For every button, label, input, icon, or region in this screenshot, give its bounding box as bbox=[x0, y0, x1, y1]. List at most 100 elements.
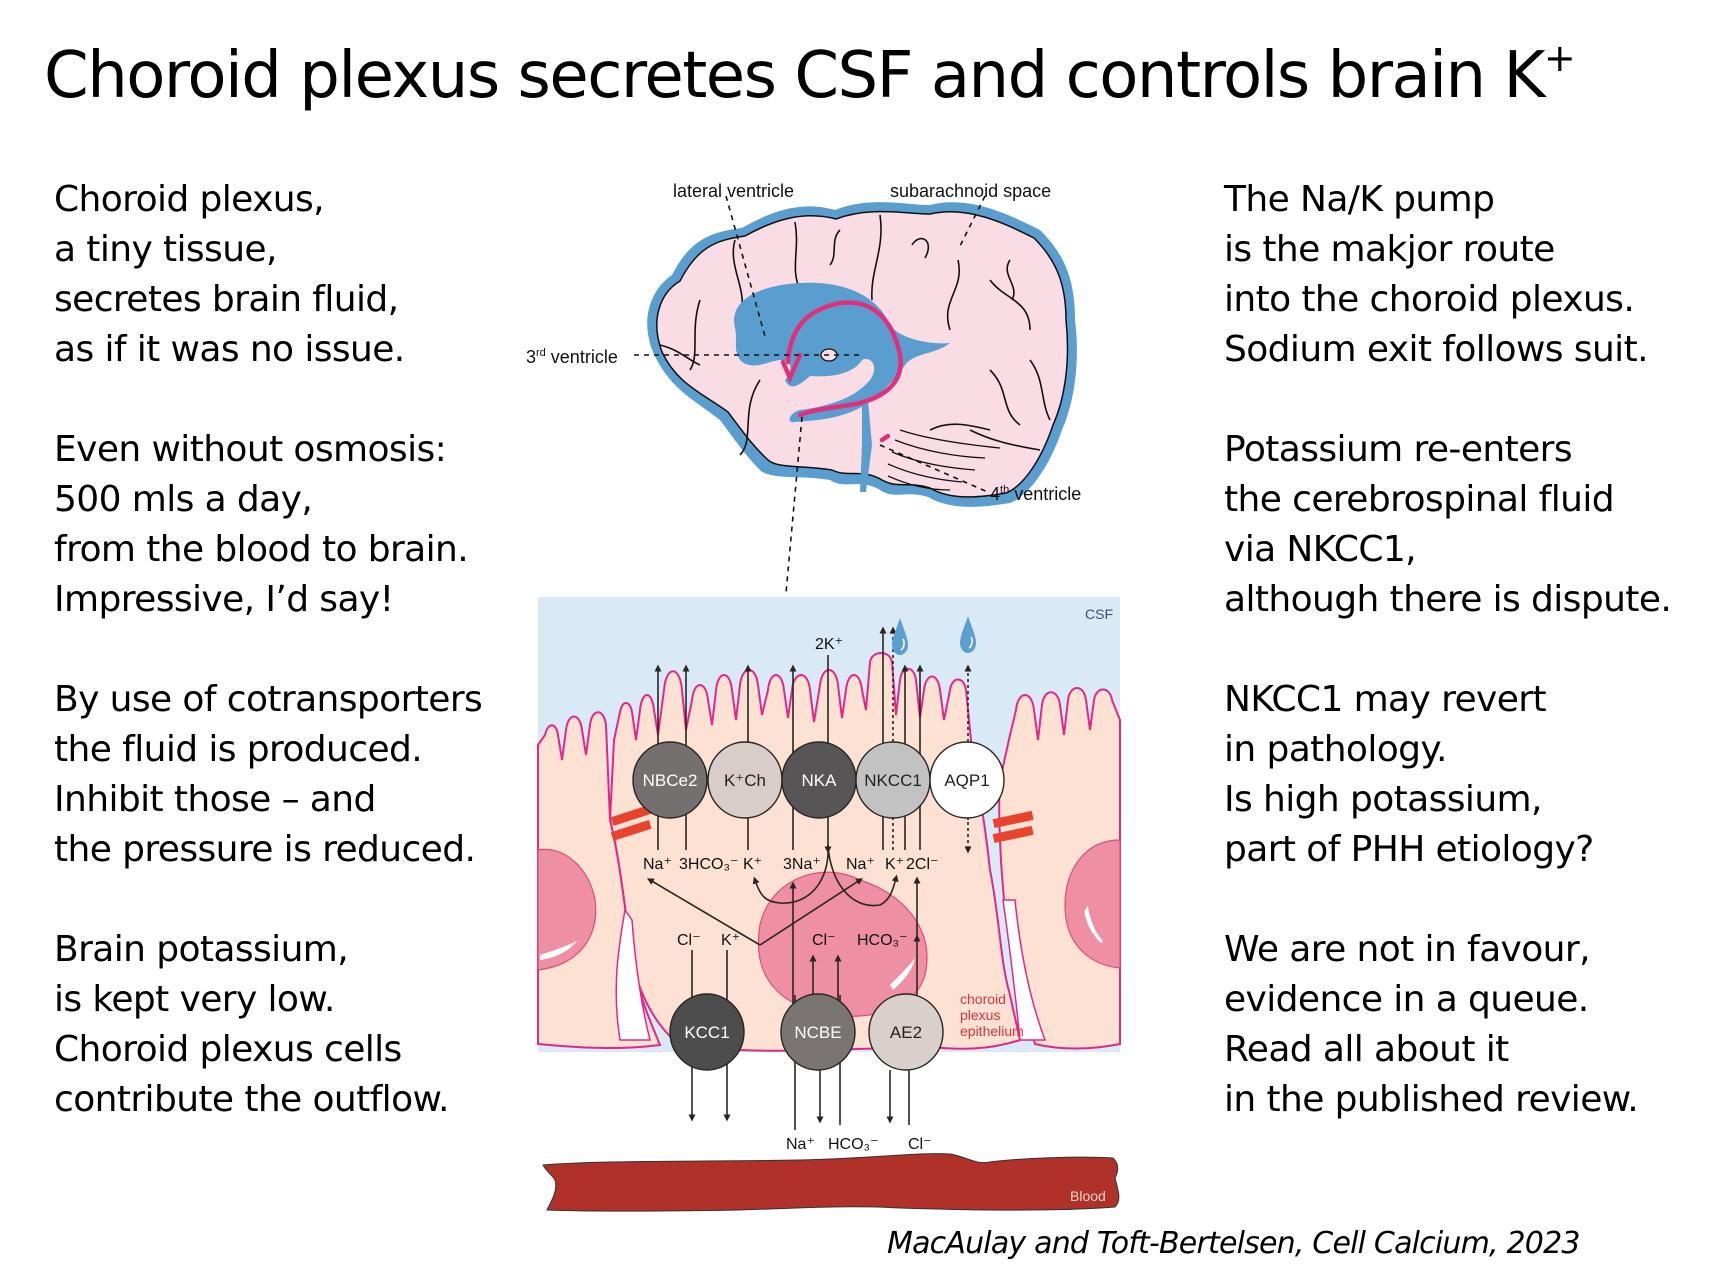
transporter-circle bbox=[780, 993, 856, 1071]
transporter-label: AQP1 bbox=[944, 771, 989, 790]
label-lateral-ventricle: lateral ventricle bbox=[673, 181, 794, 201]
poem-line: via NKCC1, bbox=[1224, 529, 1417, 570]
poem-line: Choroid plexus cells bbox=[54, 1029, 402, 1070]
blood-ion-labels: Na⁺ HCO₃⁻ Cl⁻ bbox=[786, 1136, 932, 1153]
label-fourth-ventricle: 4th ventricle bbox=[990, 484, 1081, 504]
slide-title-text: Choroid plexus secretes CSF and controls… bbox=[44, 39, 1545, 113]
ion-flux-arrow bbox=[827, 844, 899, 907]
poem-line: Read all about it bbox=[1224, 1029, 1509, 1070]
poem-line: Potassium re-enters bbox=[1224, 429, 1573, 470]
poem-line: a tiny tissue, bbox=[54, 229, 277, 270]
poem-line: the fluid is produced. bbox=[54, 729, 423, 770]
paracellular-gap-right bbox=[1002, 899, 1047, 1041]
poem-line: The Na/K pump bbox=[1224, 179, 1495, 220]
tight-junction-left bbox=[610, 805, 652, 841]
poem-line: evidence in a queue. bbox=[1224, 979, 1589, 1020]
poem-line: into the choroid plexus. bbox=[1224, 279, 1635, 320]
transporter-kch: K⁺Ch bbox=[707, 741, 783, 819]
transporter-aqp1: AQP1 bbox=[929, 741, 1005, 819]
slide-title: Choroid plexus secretes CSF and controls… bbox=[44, 36, 1576, 114]
ion-flux-arrow bbox=[752, 844, 829, 904]
poem-line: although there is dispute. bbox=[1224, 579, 1672, 620]
transporter-label: K⁺Ch bbox=[724, 771, 766, 790]
label-third-ventricle: 3rd ventricle bbox=[526, 347, 618, 367]
ion-label-na-blood: Na⁺ bbox=[786, 1136, 815, 1153]
poem-stanza: By use of cotransporters the fluid is pro… bbox=[54, 675, 483, 875]
cerebellum-folia bbox=[887, 429, 1001, 491]
poem-stanza: Choroid plexus,a tiny tissue,secretes br… bbox=[54, 175, 482, 375]
transporter-nka: NKA bbox=[781, 741, 857, 819]
transporter-nbce2: NBCe2 bbox=[632, 741, 708, 819]
poem-line: Sodium exit follows suit. bbox=[1224, 329, 1649, 370]
poem-line: in the published review. bbox=[1224, 1079, 1639, 1120]
cerebral-aqueduct bbox=[860, 400, 872, 492]
apical-transporters: NBCe2 K⁺Ch NKA NKCC1 AQP1 bbox=[632, 741, 1005, 819]
ion-label-na: Na⁺ bbox=[643, 856, 672, 873]
label-subarachnoid-space: subarachnoid space bbox=[890, 181, 1051, 201]
epithelium-illustration: CSF choroid plexus epithelium Blood bbox=[537, 597, 1121, 1212]
poem-right-column: The Na/K pump is the makjor route into the… bbox=[1224, 175, 1672, 1175]
poem-line: Impressive, I’d say! bbox=[54, 579, 394, 620]
poem-line: part of PHH etiology? bbox=[1224, 829, 1594, 870]
transporter-label: NKA bbox=[802, 771, 838, 790]
ion-label-3na: 3Na⁺ bbox=[783, 856, 821, 873]
nucleus-left-highlight bbox=[540, 940, 578, 960]
transporter-nkcc1: NKCC1 bbox=[855, 741, 931, 819]
poem-stanza: Brain potassium, is kept very low. Choroid… bbox=[54, 925, 482, 1125]
choroid-plexus-strand bbox=[780, 300, 903, 443]
transporter-label: NCBE bbox=[794, 1023, 841, 1042]
ion-label-cl-blood: Cl⁻ bbox=[908, 1136, 932, 1153]
ion-label-2cl: 2Cl⁻ bbox=[906, 856, 938, 873]
poem-line: Brain potassium, bbox=[54, 929, 349, 970]
leader-lines bbox=[634, 195, 991, 594]
ion-label-k-2: K⁺ bbox=[885, 856, 904, 873]
poem-line: Even without osmosis: bbox=[54, 429, 447, 470]
brain-illustration: lateral ventricle subarachnoid space 3rd… bbox=[526, 181, 1081, 594]
poem-stanza: NKCC1 may revert in pathology. Is high pot… bbox=[1224, 675, 1671, 875]
poem-stanza: Even without osmosis: 500 mls a day, from … bbox=[54, 425, 482, 625]
apical-ion-labels: Na⁺ 3HCO₃⁻ K⁺ 3Na⁺ Na⁺ K⁺ 2Cl⁻ bbox=[643, 856, 938, 873]
ion-flux-arrow bbox=[759, 878, 863, 946]
poem-line: We are not in favour, bbox=[1224, 929, 1591, 970]
blood-vessel bbox=[542, 1153, 1120, 1212]
transporter-label: NKCC1 bbox=[864, 771, 922, 790]
title-superscript: + bbox=[1543, 36, 1576, 80]
transporter-circle bbox=[669, 993, 745, 1071]
ion-label-cl-2: Cl⁻ bbox=[812, 932, 836, 949]
ion-label-k-3: K⁺ bbox=[721, 932, 740, 949]
label-epithelium-2: plexus bbox=[960, 1007, 1000, 1023]
poem-line: from the blood to brain. bbox=[54, 529, 469, 570]
poem-line: the cerebrospinal fluid bbox=[1224, 479, 1615, 520]
transporter-ae2: AE2 bbox=[868, 993, 944, 1071]
mid-ion-labels: Cl⁻ K⁺ Cl⁻ HCO₃⁻ bbox=[677, 932, 908, 949]
poem-line: is kept very low. bbox=[54, 979, 335, 1020]
ion-label-hco3: HCO₃⁻ bbox=[857, 932, 908, 949]
ion-label-na-2: Na⁺ bbox=[846, 856, 875, 873]
poem-line: Is high potassium, bbox=[1224, 779, 1542, 820]
poem-line: secretes brain fluid, bbox=[54, 279, 399, 320]
poem-stanza: The Na/K pump is the makjor route into the… bbox=[1224, 175, 1671, 375]
poem-line: NKCC1 may revert bbox=[1224, 679, 1547, 720]
ion-label-2k: 2K⁺ bbox=[815, 636, 843, 653]
poem-line: Inhibit those – and bbox=[54, 779, 376, 820]
poem-line: as if it was no issue. bbox=[54, 329, 405, 370]
transporter-label: NBCe2 bbox=[643, 771, 698, 790]
label-csf: CSF bbox=[1085, 606, 1113, 622]
transporter-label: AE2 bbox=[890, 1023, 922, 1042]
third-ventricle bbox=[790, 337, 853, 366]
ion-label-hco3-blood: HCO₃⁻ bbox=[828, 1136, 879, 1153]
poem-line: in pathology. bbox=[1224, 729, 1447, 770]
label-epithelium-3: epithelium bbox=[960, 1023, 1024, 1039]
ion-label-k: K⁺ bbox=[743, 856, 762, 873]
nucleus-left bbox=[537, 848, 597, 971]
poem-line: the pressure is reduced. bbox=[54, 829, 476, 870]
label-epithelium-1: choroid bbox=[960, 991, 1006, 1007]
poem-line: contribute the outflow. bbox=[54, 1079, 450, 1120]
poem-line: is the makjor route bbox=[1224, 229, 1555, 270]
poem-line: By use of cotransporters bbox=[54, 679, 483, 720]
poem-left-column: Choroid plexus,a tiny tissue,secretes br… bbox=[54, 175, 483, 1175]
poem-line: 500 mls a day, bbox=[54, 479, 313, 520]
ion-label-cl: Cl⁻ bbox=[677, 932, 701, 949]
